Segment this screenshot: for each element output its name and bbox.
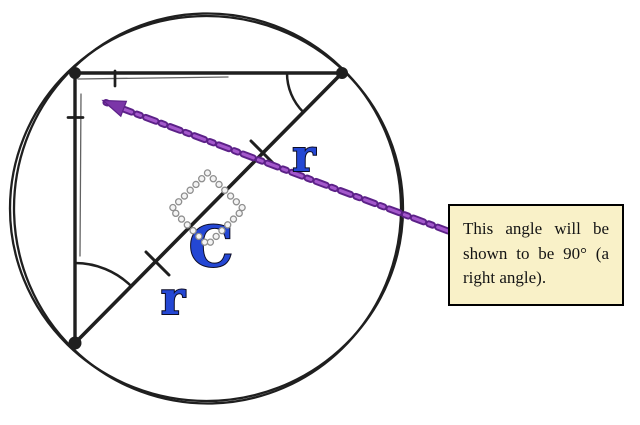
tick-radius-upper [249,139,276,166]
callout-text-line-3: right angle). [463,268,547,288]
annotation-arrowhead [101,99,128,118]
right-angle-square-marker [166,167,249,251]
callout-text-line-2: shown to be 90° (a [463,243,609,263]
diameter-hypotenuse [73,71,344,345]
vertex-dot-top-left [69,67,81,79]
callout-text-line-1: This angle will be [463,219,609,238]
radius-label-upper: r [292,131,316,182]
angle-arc-bottom-left-vertex [73,261,133,288]
radius-label-lower: r [161,271,186,325]
vertex-dot-bottom-left [68,336,82,350]
annotation-arrow-line [104,100,450,233]
circle-outline-sketch-duplicate [12,12,403,405]
angle-arc-top-right-vertex [285,71,305,114]
right-angle-square-dots [168,169,247,249]
triangle-top-chord-sketch [77,76,229,80]
circle-outline [8,14,405,403]
callout-box: This angle will be shown to be 90° (a ri… [448,204,624,306]
triangle-left-chord-sketch [79,93,82,257]
tick-radius-lower [144,250,171,277]
vertex-dot-top-right [336,67,348,79]
